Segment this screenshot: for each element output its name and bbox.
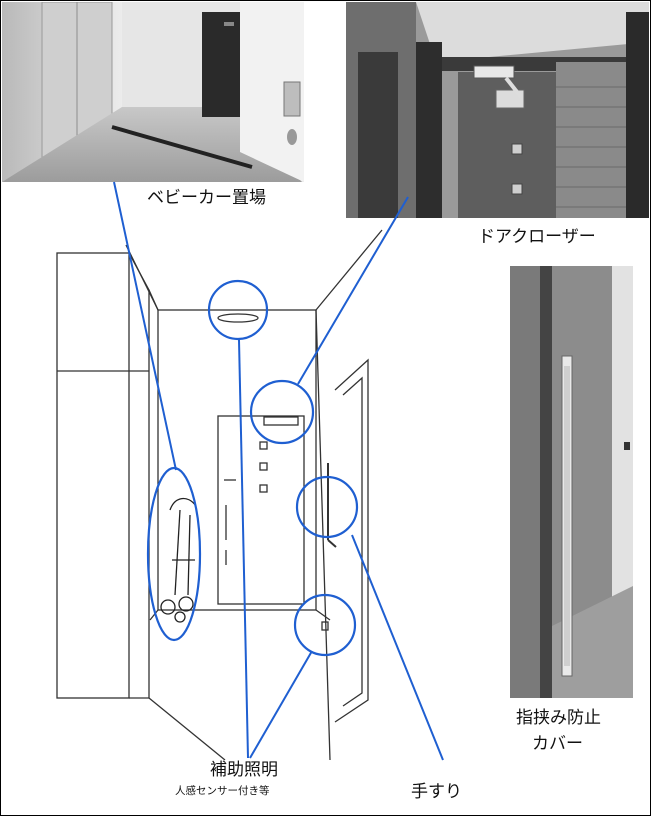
- callout-circle-foot-light: [293, 593, 357, 657]
- label-finger-guard-1: 指挟み防止: [516, 708, 601, 728]
- label-door-closer: ドアクローザー: [478, 227, 596, 247]
- label-stroller-area: ベビーカー置場: [147, 188, 266, 208]
- door-vent-2: [259, 462, 268, 471]
- shoe-cabinet: [56, 252, 130, 699]
- leader-stroller: [113, 181, 177, 471]
- label-aux-light: 補助照明: [210, 760, 278, 780]
- door-vent-1: [259, 441, 268, 450]
- callout-circle-door-closer: [249, 379, 315, 445]
- ceiling-light: [217, 313, 259, 323]
- stroller-drawing: [160, 497, 197, 623]
- photo-stroller-area-image: [2, 2, 304, 182]
- back-wall: [157, 309, 317, 611]
- leader-door-closer: [297, 196, 409, 385]
- entrance-door: [217, 415, 305, 605]
- label-handrail: 手すり: [411, 782, 462, 802]
- photo-door-closer: [346, 2, 649, 218]
- side-door-frame: [334, 358, 369, 723]
- photo-finger-guard: [510, 266, 633, 698]
- label-aux-light-sub: 人感センサー付き等: [175, 785, 270, 797]
- door-vent-3: [259, 484, 268, 493]
- photo-stroller-area: [2, 2, 304, 182]
- callout-circle-handrail: [295, 475, 359, 539]
- photo-door-closer-image: [346, 2, 649, 218]
- callout-circle-stroller: [146, 466, 202, 642]
- label-finger-guard-2: カバー: [532, 734, 583, 754]
- door-closer-body: [263, 416, 299, 426]
- callout-circle-ceiling-light: [207, 279, 269, 341]
- leader-aux-light-a: [238, 339, 249, 759]
- leader-aux-light-b: [249, 650, 313, 759]
- photo-finger-guard-image: [510, 266, 633, 698]
- foot-light: [321, 621, 329, 631]
- leader-handrail: [351, 534, 444, 761]
